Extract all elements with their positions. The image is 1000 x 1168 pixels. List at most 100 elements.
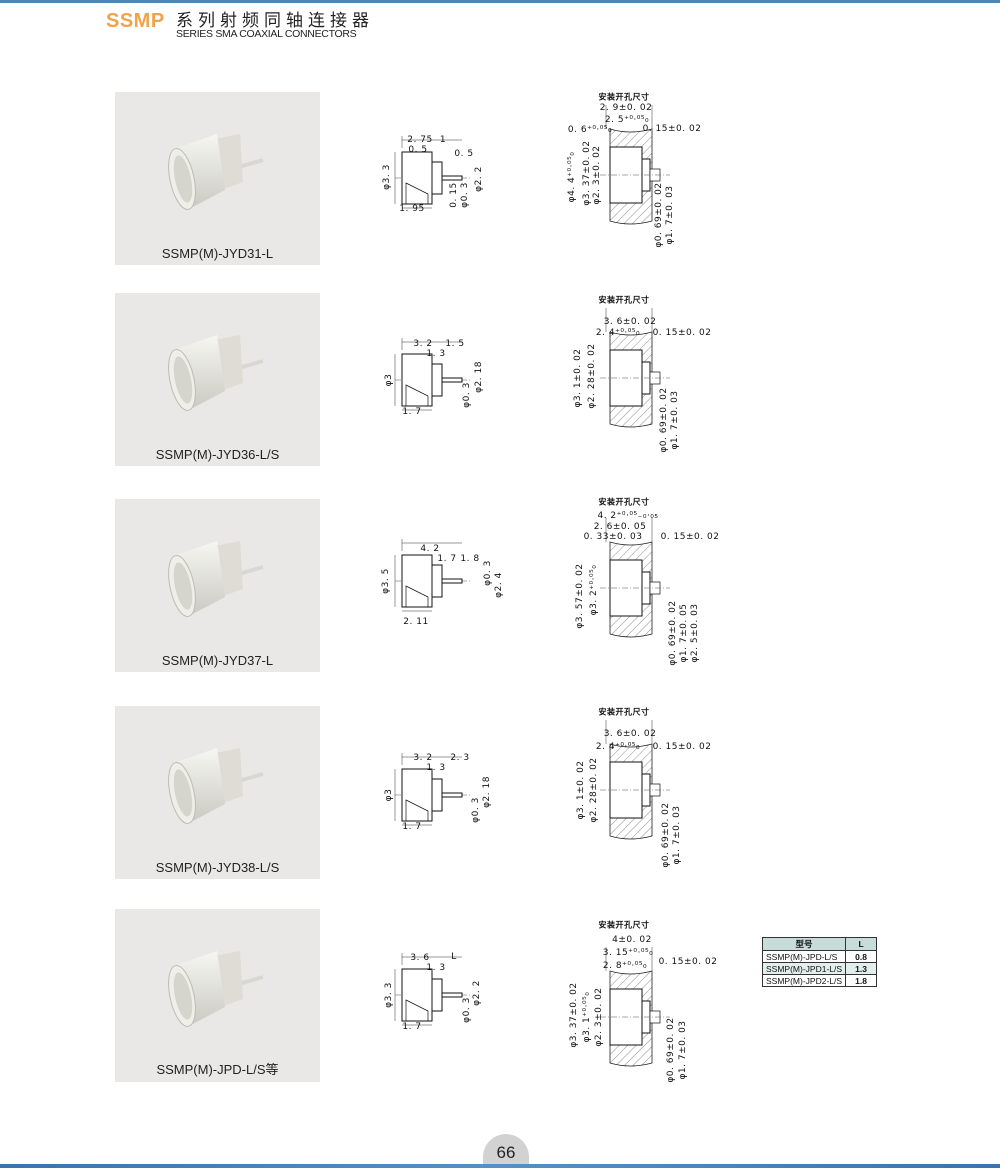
mount-dimension-label: φ3. 37±0. 02 bbox=[582, 140, 592, 206]
top-rule bbox=[0, 0, 1000, 3]
dimension-label: L bbox=[451, 952, 457, 962]
dimension-label: 1. 3 bbox=[426, 963, 446, 973]
table-cell-model: SSMP(M)-JPD-L/S bbox=[761, 950, 847, 963]
mount-dimension-label: φ2. 3±0. 02 bbox=[594, 987, 604, 1047]
mount-dimension-label: φ1. 7±0. 03 bbox=[672, 805, 682, 865]
dimension-label: 0. 5 bbox=[408, 145, 428, 155]
dimension-label: 1. 7 bbox=[437, 554, 457, 564]
series-title-cn: 系列射频同轴连接器 bbox=[176, 11, 374, 31]
dimension-drawing bbox=[394, 105, 670, 225]
dimension-label: φ0. 3 bbox=[460, 182, 470, 208]
dimension-label: φ0. 3 bbox=[462, 997, 472, 1023]
table-cell-l: 0.8 bbox=[845, 950, 878, 963]
product-name: SSMP(M)-JYD31-L bbox=[161, 246, 274, 261]
mounting-hole-title: 安装开孔尺寸 bbox=[598, 920, 650, 930]
connector-photo bbox=[168, 748, 264, 824]
dimension-label: 2. 3 bbox=[450, 753, 470, 763]
mount-dimension-label: 0. 6⁺⁰·⁰⁵₀ bbox=[567, 125, 613, 135]
mount-dimension-label: φ1. 7±0. 03 bbox=[665, 185, 675, 245]
mount-dimension-label: 0. 33±0. 03 bbox=[583, 532, 643, 542]
dimension-label: 0. 5 bbox=[454, 149, 474, 159]
product-name: SSMP(M)-JPD-L/S等 bbox=[156, 1062, 279, 1077]
dimension-label: φ2. 18 bbox=[482, 776, 492, 808]
mount-dimension-label: φ0. 69±0. 02 bbox=[659, 387, 669, 453]
page-number: 66 bbox=[483, 1134, 529, 1168]
table-cell-l: 1.8 bbox=[845, 974, 878, 987]
mount-dimension-label: φ1. 7±0. 03 bbox=[670, 390, 680, 450]
dimension-label: φ2. 2 bbox=[472, 980, 482, 1006]
dimension-label: 3. 2 bbox=[413, 339, 433, 349]
dimension-label: φ3. 3 bbox=[384, 982, 394, 1008]
bottom-rule bbox=[0, 1164, 1000, 1168]
mounting-hole-title: 安装开孔尺寸 bbox=[598, 92, 650, 102]
dimension-label: φ3. 5 bbox=[381, 568, 391, 594]
dimension-label: φ3 bbox=[384, 373, 394, 387]
mount-dimension-label: φ4. 4⁺⁰·⁰⁵₀ bbox=[567, 151, 577, 203]
dimension-drawing bbox=[394, 720, 670, 840]
mount-dimension-label: 0. 15±0. 02 bbox=[642, 124, 702, 134]
dimension-drawing bbox=[394, 947, 670, 1067]
mount-dimension-label: φ0. 69±0. 02 bbox=[661, 802, 671, 868]
dimension-label: 1. 3 bbox=[426, 349, 446, 359]
dimension-label: 1. 7 bbox=[402, 822, 422, 832]
mount-dimension-label: φ3. 1±0. 02 bbox=[576, 760, 586, 820]
product-name: SSMP(M)-JYD37-L bbox=[161, 653, 274, 668]
mount-dimension-label: φ3. 1⁺⁰·⁰⁵₀ bbox=[582, 991, 592, 1043]
mount-dimension-label: 0. 15±0. 02 bbox=[652, 742, 712, 752]
connector-photo bbox=[168, 541, 264, 617]
dimension-label: φ2. 18 bbox=[474, 361, 484, 393]
dimension-label: 4. 2 bbox=[420, 544, 440, 554]
mount-dimension-label: 3. 6±0. 02 bbox=[603, 317, 657, 327]
table-header-l: L bbox=[845, 937, 878, 951]
dimension-label: φ3. 3 bbox=[382, 164, 392, 190]
product-photo: SSMP(M)-JYD36-L/S bbox=[115, 293, 320, 466]
mount-dimension-label: φ2. 28±0. 02 bbox=[587, 343, 597, 409]
product-name: SSMP(M)-JYD38-L/S bbox=[155, 860, 280, 875]
mount-dimension-label: φ0. 69±0. 02 bbox=[654, 182, 664, 248]
mount-dimension-label: 0. 15±0. 02 bbox=[658, 957, 718, 967]
product-photo: SSMP(M)-JYD37-L bbox=[115, 499, 320, 672]
dimension-drawing bbox=[394, 518, 670, 638]
mount-dimension-label: φ3. 57±0. 02 bbox=[575, 563, 585, 629]
brand-logo: SSMP bbox=[106, 10, 165, 32]
mount-dimension-label: 2. 5⁺⁰·⁰⁵₀ bbox=[604, 115, 650, 125]
dimension-label: φ0. 3 bbox=[483, 560, 493, 586]
mount-dimension-label: 0. 15±0. 02 bbox=[652, 328, 712, 338]
product-photo: SSMP(M)-JPD-L/S等 bbox=[115, 909, 320, 1082]
series-title-en: SERIES SMA COAXIAL CONNECTORS bbox=[176, 28, 357, 40]
dimension-label: 3. 6 bbox=[410, 953, 430, 963]
dimension-label: 1 bbox=[439, 135, 447, 145]
mount-dimension-label: 4±0. 02 bbox=[612, 935, 652, 945]
mount-dimension-label: 2. 9±0. 02 bbox=[599, 103, 653, 113]
mount-dimension-label: φ0. 69±0. 02 bbox=[668, 600, 678, 666]
dimension-label: φ0. 3 bbox=[462, 382, 472, 408]
dimension-label: 1. 8 bbox=[460, 554, 480, 564]
dimension-label: 1. 95 bbox=[399, 204, 425, 214]
mount-dimension-label: φ2. 28±0. 02 bbox=[589, 757, 599, 823]
mount-dimension-label: φ0. 69±0. 02 bbox=[666, 1017, 676, 1083]
mount-dimension-label: φ3. 1±0. 02 bbox=[573, 348, 583, 408]
connector-photo bbox=[168, 335, 264, 411]
product-photo: SSMP(M)-JYD38-L/S bbox=[115, 706, 320, 879]
dimension-label: 0. 15 bbox=[449, 182, 459, 208]
mounting-hole-title: 安装开孔尺寸 bbox=[598, 497, 650, 507]
product-row: SSMP(M)-JPD-L/S等 安装开孔尺寸 3. 6 L 1. 3 φ3. 3 φ2.… bbox=[0, 909, 1000, 1089]
mount-dimension-label: φ2. 3±0. 02 bbox=[592, 145, 602, 205]
dimension-label: 1. 5 bbox=[445, 339, 465, 349]
dimension-label: φ2. 4 bbox=[494, 572, 504, 598]
dimension-label: φ3 bbox=[384, 788, 394, 802]
dimension-label: 1. 3 bbox=[426, 763, 446, 773]
mount-dimension-label: φ1. 7±0. 03 bbox=[678, 1020, 688, 1080]
product-photo: SSMP(M)-JYD31-L bbox=[115, 92, 320, 265]
table-cell-model: SSMP(M)-JPD1-L/S bbox=[761, 962, 847, 975]
mount-dimension-label: φ3. 37±0. 02 bbox=[569, 982, 579, 1048]
mount-dimension-label: 4. 2⁺⁰·⁰⁵₋₀·₀₅ bbox=[597, 511, 659, 521]
mount-dimension-label: 0. 15±0. 02 bbox=[660, 532, 720, 542]
dimension-label: 2. 11 bbox=[403, 617, 429, 627]
dimension-label: φ0. 3 bbox=[471, 797, 481, 823]
dimension-drawing bbox=[394, 308, 670, 428]
